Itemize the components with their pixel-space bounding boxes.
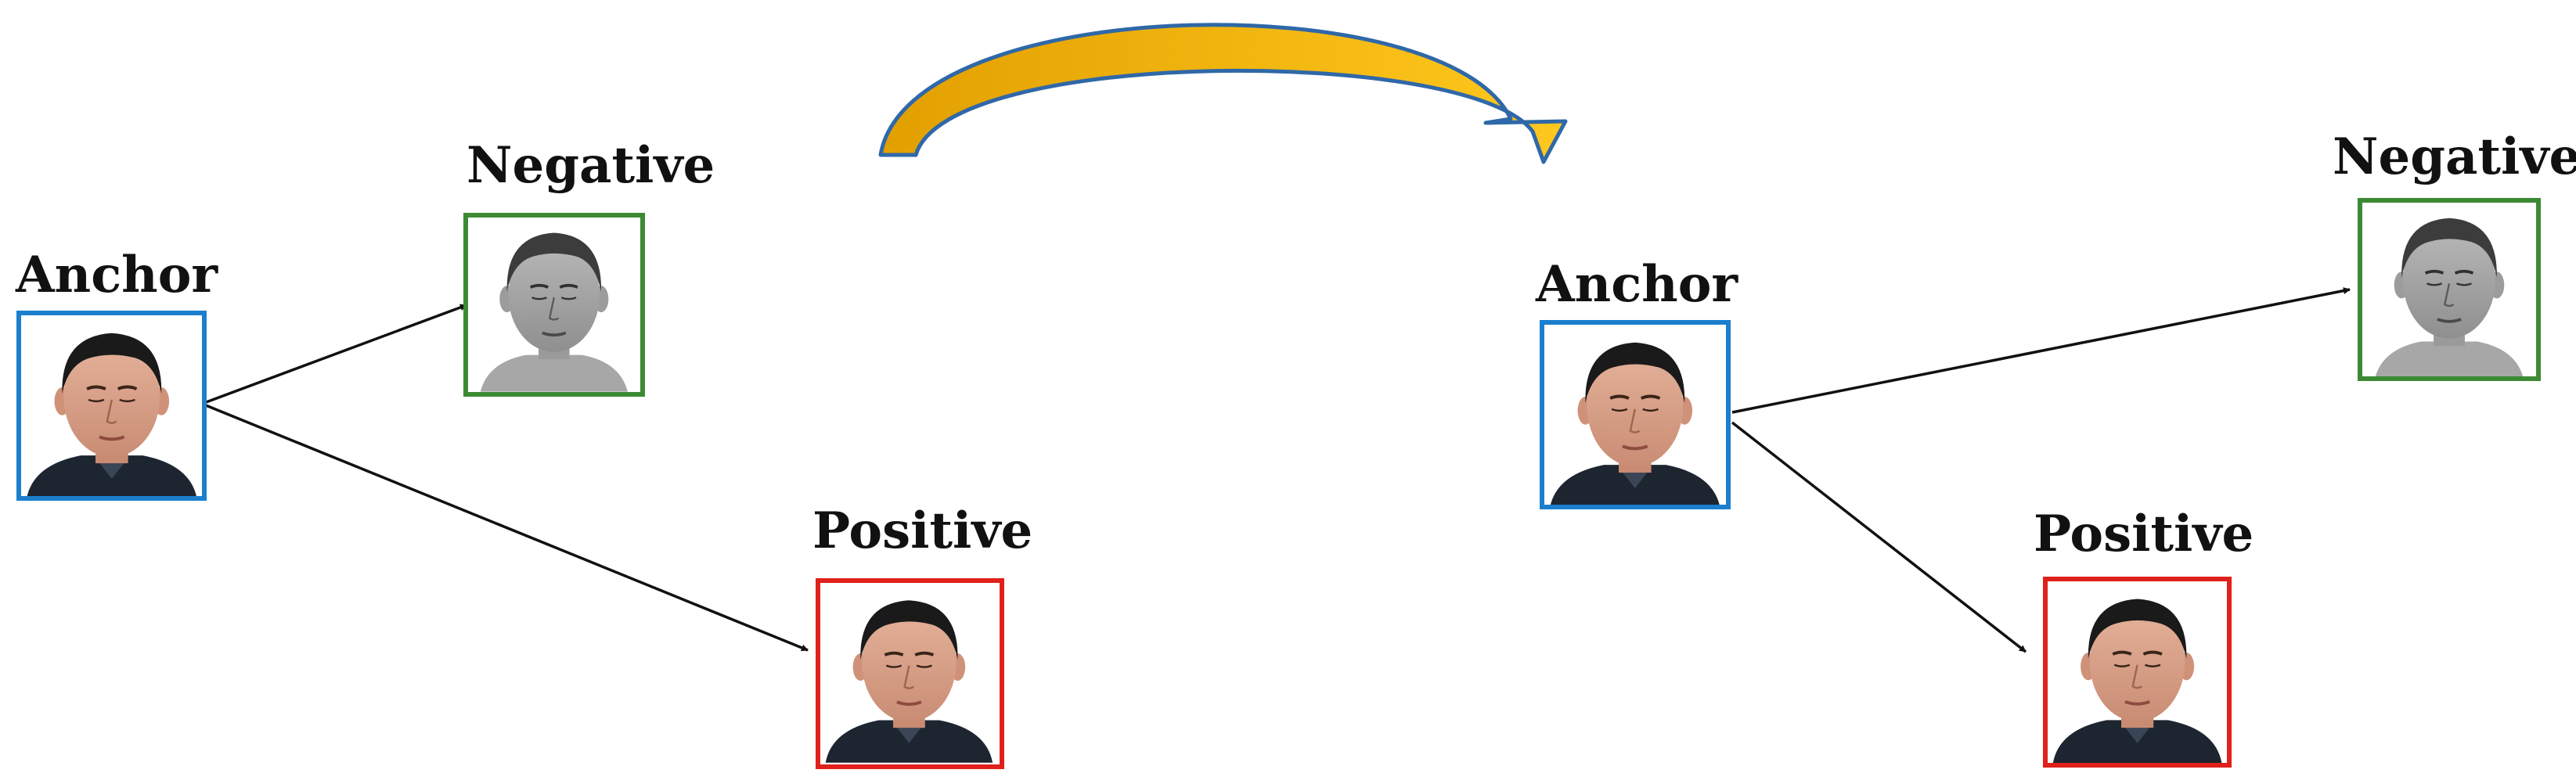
anchor-frame-after (1540, 320, 1731, 509)
negative-frame-before (463, 213, 645, 397)
anchor-photo-before (17, 311, 207, 501)
negative-label-before: Negative (467, 136, 715, 195)
positive-card-after: Positive (2034, 505, 2254, 768)
positive-frame-before (816, 578, 1004, 769)
edge-anchor-negative-before (201, 304, 467, 405)
positive-photo-after (2044, 577, 2232, 765)
positive-photo-before (816, 579, 1002, 764)
negative-photo-after (2358, 199, 2540, 380)
anchor-label-before: Anchor (15, 246, 218, 304)
anchor-photo-after (1540, 321, 1730, 510)
negative-card-before: Negative (463, 136, 715, 397)
edge-anchor-positive-before (201, 402, 809, 652)
edge-anchor-negative-after (1731, 287, 2351, 414)
positive-frame-after (2043, 577, 2232, 768)
negative-frame-after (2358, 198, 2541, 381)
negative-label-after: Negative (2333, 128, 2576, 186)
edge-anchor-positive-after (1731, 421, 2027, 653)
positive-label-after: Positive (2034, 505, 2254, 563)
transition-arrow-shape (878, 23, 1568, 164)
triplet-after: Anchor Negative Positive (1535, 128, 2576, 768)
negative-photo-before (464, 214, 644, 394)
anchor-frame-before (16, 311, 207, 501)
anchor-label-after: Anchor (1535, 255, 1738, 314)
anchor-card-after: Anchor (1535, 255, 1738, 510)
anchor-card-before: Anchor (15, 246, 218, 501)
triplet-before: Anchor Negative Positive (15, 136, 1032, 769)
positive-label-before: Positive (812, 502, 1032, 560)
positive-card-before: Positive (812, 502, 1032, 769)
transition-arrow (878, 23, 1568, 164)
negative-card-after: Negative (2333, 128, 2576, 381)
